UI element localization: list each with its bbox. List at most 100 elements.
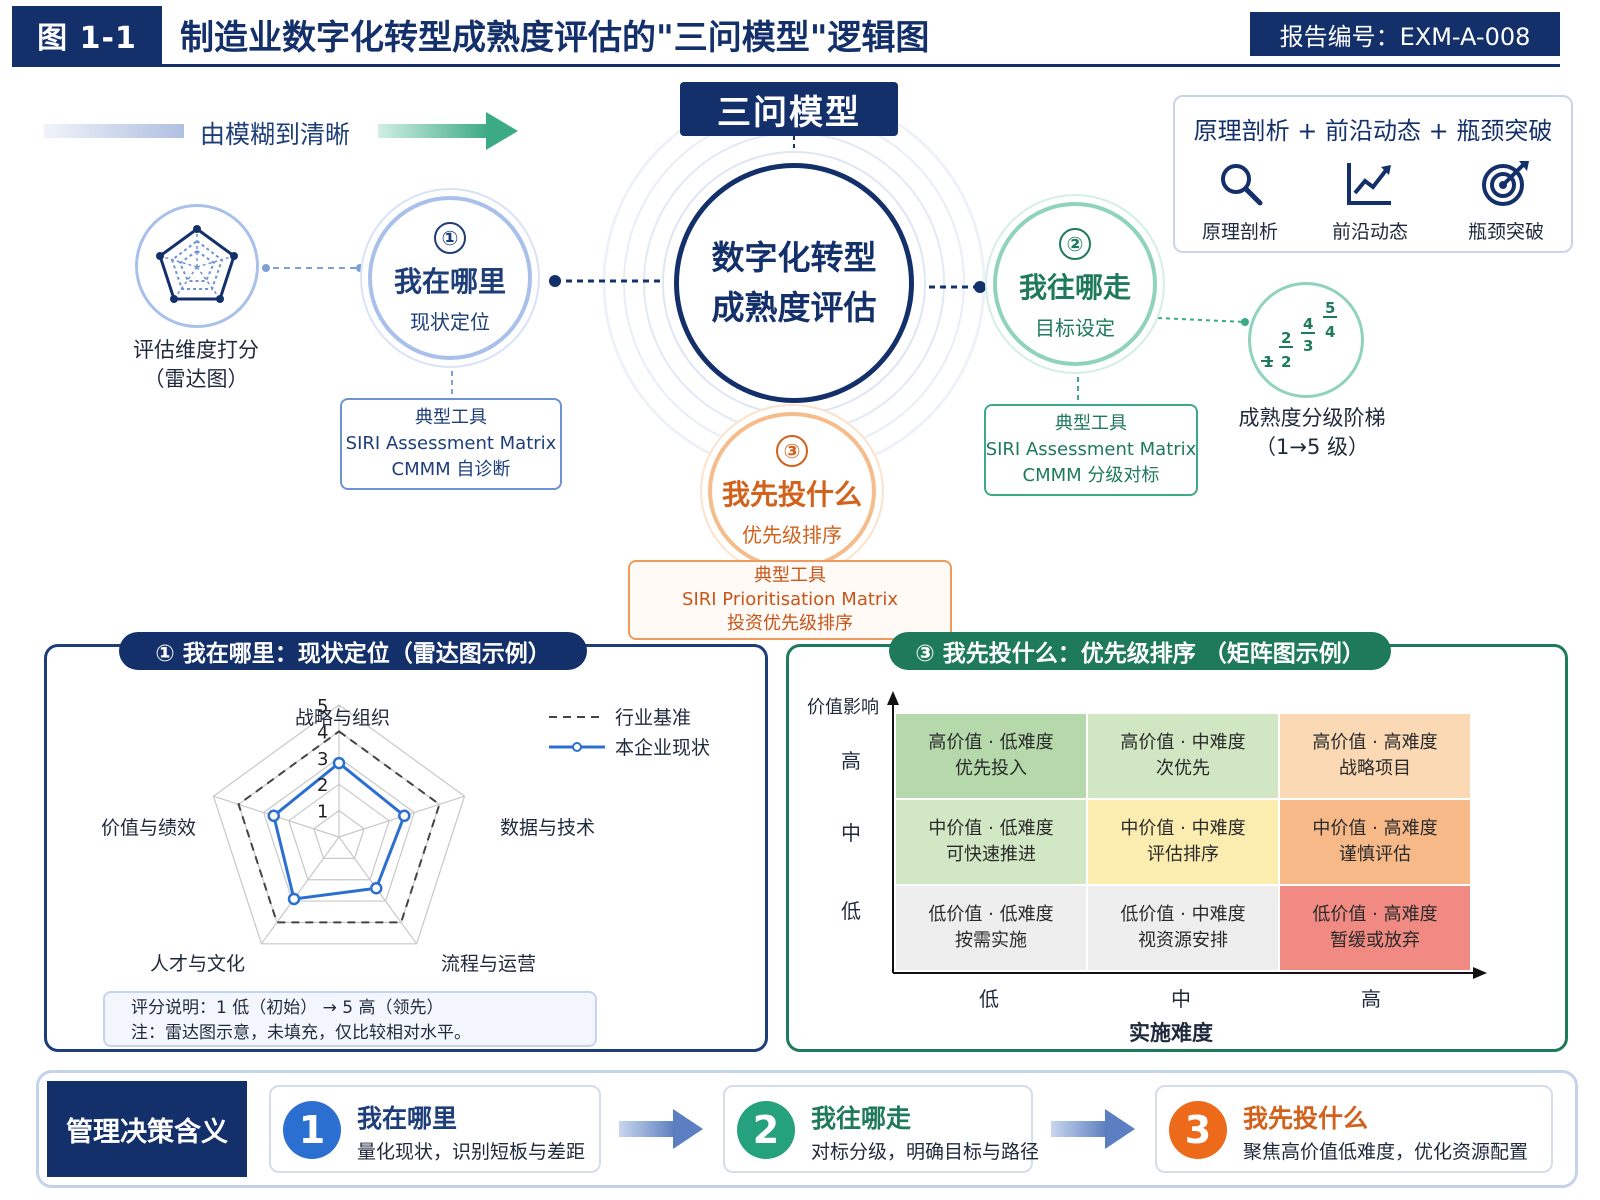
ladder-side-label: 成熟度分级阶梯 （1→5 级） (1214, 404, 1410, 462)
radar-spoke (260, 836, 340, 945)
radar-mini-ring (135, 204, 259, 328)
ladder-number: 5 (1325, 299, 1335, 317)
q1-tools-box: 典型工具 SIRI Assessment Matrix CMMM 自诊断 (340, 398, 562, 490)
radar-scale-label: 5 (317, 696, 328, 717)
q1-tools-heading: 典型工具 (415, 407, 487, 428)
implication-card: 1 我在哪里 量化现状，识别短板与差距 (269, 1085, 601, 1173)
connector-dot (549, 275, 561, 287)
implication-subtitle: 量化现状，识别短板与差距 (357, 1141, 586, 1163)
radar-axis-label: 战略与组织 (295, 707, 391, 729)
ladder-number: 4 (1325, 323, 1335, 341)
principle-item: 原理剖析 (1185, 159, 1295, 244)
ladder-side-label-line1: 成熟度分级阶梯 (1238, 406, 1386, 430)
radar-note-line1: 评分说明：1 低（初始） → 5 高（领先） (131, 998, 444, 1018)
q3-tools-heading: 典型工具 (754, 565, 826, 586)
matrix-y-tick: 低 (841, 899, 861, 923)
center-line1: 数字化转型 (711, 238, 877, 277)
matrix-panel-title: ③ 我先投什么：优先级排序 （矩阵图示例） (889, 632, 1391, 670)
radar-side-label-line2: （雷达图） (143, 367, 249, 391)
q2-number: ② (1059, 227, 1091, 260)
radar-scale-label: 3 (317, 749, 328, 770)
clear-gradient-bar (378, 124, 488, 138)
q1-subtitle: 现状定位 (410, 309, 490, 334)
q3-tool-item: 投资优先级排序 (727, 613, 853, 634)
magnifier-icon (1221, 164, 1263, 206)
implication-title: 我先投什么 (1243, 1104, 1369, 1133)
header-divider (12, 64, 1560, 67)
matrix-y-tick: 中 (841, 821, 861, 845)
radar-axis-label: 价值与绩效 (101, 817, 197, 839)
implication-number: 1 (283, 1101, 341, 1159)
matrix-cell: 低价值 · 中难度视资源安排 (1087, 885, 1279, 971)
q1-tool-item: SIRI Assessment Matrix (345, 433, 557, 454)
ladder-number: 3 (1303, 337, 1313, 355)
dashed-line-icon (549, 715, 605, 718)
legend-current-label: 本企业现状 (615, 737, 711, 759)
q3-subtitle: 优先级排序 (742, 522, 842, 547)
radar-chart-icon (156, 225, 238, 303)
principle-item-label: 瓶颈突破 (1467, 221, 1544, 243)
q3-circle: ③ 我先投什么 优先级排序 (708, 412, 876, 570)
matrix-cell: 高价值 · 低难度优先投入 (895, 713, 1087, 799)
implication-subtitle: 聚焦高价值低难度，优化资源配置 (1243, 1141, 1529, 1163)
principles-card-title: 原理剖析 + 前沿动态 + 瓶颈突破 (1193, 117, 1553, 145)
matrix-x-tick: 高 (1361, 987, 1381, 1011)
matrix-cell: 高价值 · 中难度次优先 (1087, 713, 1279, 799)
radar-panel-title: ① 我在哪里：现状定位（雷达图示例） (119, 632, 587, 670)
implication-title: 我往哪走 (811, 1104, 912, 1133)
radar-axis-label: 数据与技术 (500, 817, 596, 839)
principle-item: 瓶颈突破 (1451, 159, 1561, 244)
connector-dot (974, 281, 986, 293)
radar-note: 评分说明：1 低（初始） → 5 高（领先） 注：雷达图示意，未填充，仅比较相对… (103, 991, 597, 1047)
matrix-x-tick: 中 (1171, 987, 1191, 1011)
radar-grid-ring (288, 783, 390, 881)
page-title: 制造业数字化转型成熟度评估的"三问模型"逻辑图 (180, 18, 930, 58)
q1-title: 我在哪里 (393, 264, 506, 298)
matrix-cell: 低价值 · 低难度按需实施 (895, 885, 1087, 971)
radar-data-point (267, 809, 280, 823)
maturity-ladder-icon: 1 2 2 3 4 4 5 (1261, 299, 1337, 371)
radar-axis-label: 流程与运营 (441, 953, 537, 975)
model-tag: 三问模型 (680, 82, 898, 136)
connector-dot (356, 264, 364, 272)
radar-grid-ring (313, 809, 365, 859)
legend-current: 本企业现状 (549, 733, 710, 760)
implication-subtitle: 对标分级，明确目标与路径 (811, 1141, 1040, 1163)
radar-note-line2: 注：雷达图示意，未填充，仅比较相对水平。 (131, 1023, 471, 1043)
implication-title: 我在哪里 (357, 1104, 458, 1133)
legend-benchmark-label: 行业基准 (615, 707, 692, 729)
radar-side-label: 评估维度打分 （雷达图） (110, 336, 282, 394)
fuzzy-to-clear-label: 由模糊到清晰 (200, 120, 351, 149)
radar-grid-ring (212, 704, 466, 945)
arrow-right-icon (1051, 1109, 1135, 1149)
q2-tools-box: 典型工具 SIRI Assessment Matrix CMMM 分级对标 (984, 404, 1198, 496)
figure-number: 图 1-1 (12, 6, 162, 64)
q2-tools-heading: 典型工具 (1055, 413, 1127, 434)
matrix-cell: 中价值 · 高难度谨慎评估 (1279, 799, 1471, 885)
radar-axis-label: 人才与文化 (150, 953, 246, 975)
radar-data-point (398, 809, 411, 823)
ladder-mini-ring: 1 2 2 3 4 4 5 (1248, 282, 1364, 398)
matrix-cell: 低价值 · 高难度暂缓或放弃 (1279, 885, 1471, 971)
q1-tool-item: CMMM 自诊断 (391, 459, 511, 480)
y-axis-arrow-icon (887, 691, 899, 705)
matrix-y-axis-label: 价值影响 (807, 697, 879, 718)
matrix-x-tick: 低 (979, 987, 999, 1011)
radar-benchmark-line (237, 730, 441, 924)
radar-data-point (369, 882, 383, 895)
ladder-number: 2 (1281, 353, 1291, 371)
ladder-number: 4 (1303, 315, 1313, 333)
ladder-number: 2 (1281, 329, 1291, 347)
q3-title: 我先投什么 (721, 477, 862, 511)
q3-number: ③ (776, 434, 808, 467)
management-implications-bar: 管理决策含义 1 我在哪里 量化现状，识别短板与差距 2 我往哪走 对标分级，明… (36, 1070, 1578, 1188)
q2-tool-item: SIRI Assessment Matrix (985, 439, 1197, 460)
principles-card: 原理剖析 + 前沿动态 + 瓶颈突破 原理剖析 前沿动态 瓶颈突破 (1173, 95, 1573, 253)
center-circle: 数字化转型 成熟度评估 (674, 163, 914, 403)
matrix-cell: 中价值 · 中难度评估排序 (1087, 799, 1279, 885)
implication-number: 3 (1169, 1101, 1227, 1159)
q1-circle: ① 我在哪里 现状定位 (368, 196, 532, 360)
arrow-right-icon (619, 1109, 703, 1149)
